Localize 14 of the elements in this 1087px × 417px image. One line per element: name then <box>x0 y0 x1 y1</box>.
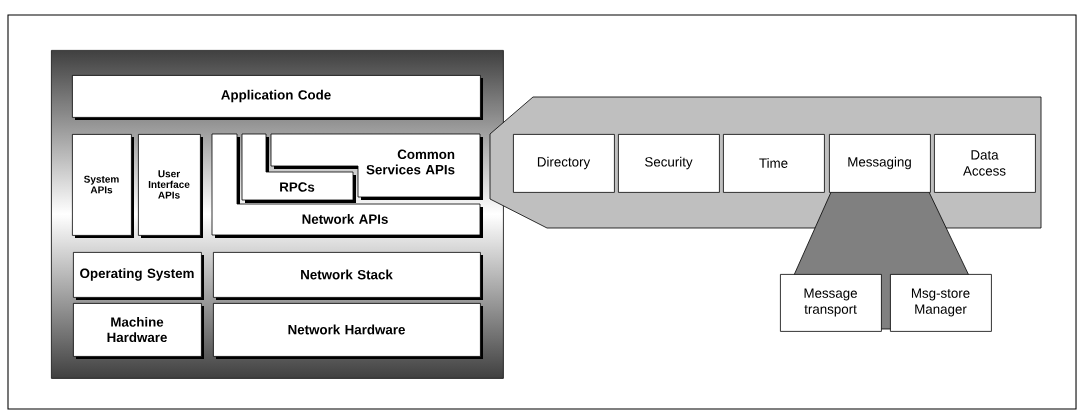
layer-box: Network Stack <box>213 252 483 300</box>
service-box: Time <box>723 134 825 193</box>
layer-box: Network Hardware <box>213 303 483 359</box>
service-box: Msg-store Manager <box>890 274 992 332</box>
service-box: Directory <box>513 134 615 193</box>
layer-box: User Interface APIs <box>138 134 203 238</box>
layer-box: Operating System <box>73 252 204 300</box>
service-box: Message transport <box>780 274 882 332</box>
service-box: Security <box>618 134 720 193</box>
layer-box: System APIs <box>72 134 134 238</box>
layer-box: Application Code <box>72 75 483 120</box>
service-box: Messaging <box>829 134 931 193</box>
layer-box: Machine Hardware <box>73 303 204 359</box>
service-box: Data Access <box>934 134 1036 193</box>
